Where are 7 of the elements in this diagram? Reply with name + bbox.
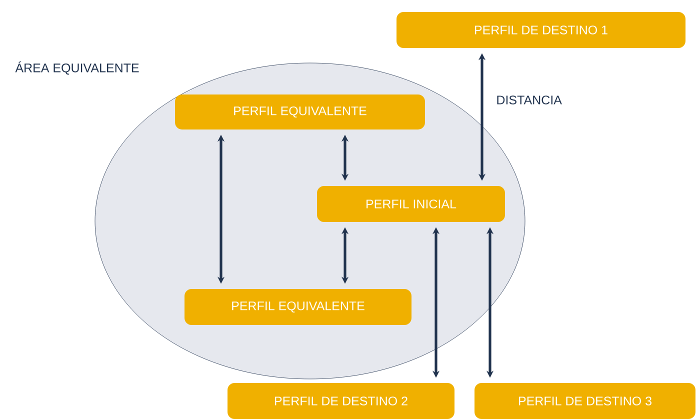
profile-box: PERFIL DE DESTINO 2 — [228, 382, 454, 419]
profile-box: PERFIL INICIAL — [317, 186, 505, 222]
profile-box: PERFIL EQUIVALENTE — [175, 94, 425, 130]
profile-box: PERFIL EQUIVALENTE — [184, 288, 412, 325]
profile-box: PERFIL DE DESTINO 3 — [474, 382, 696, 419]
edge-label: DISTANCIA — [495, 94, 563, 106]
profile-box: PERFIL DE DESTINO 1 — [396, 12, 686, 48]
